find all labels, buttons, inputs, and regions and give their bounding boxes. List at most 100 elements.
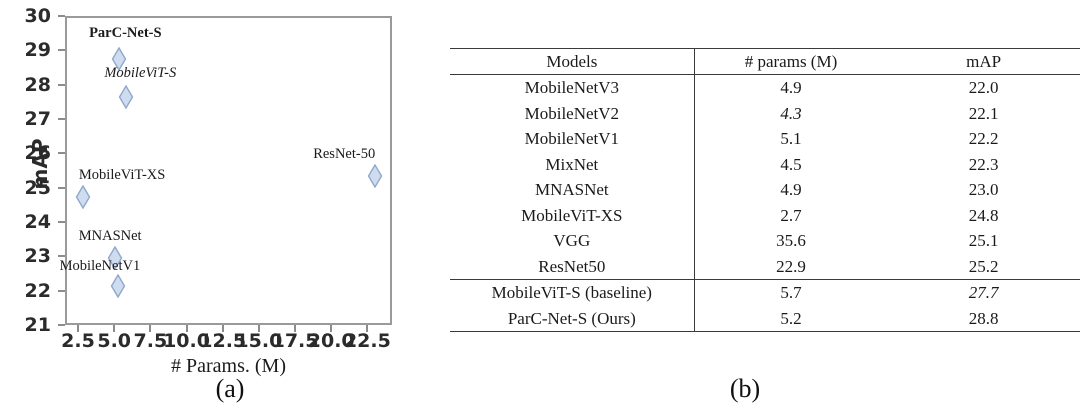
y-tick-mark xyxy=(58,49,65,52)
y-tick-label: 24 xyxy=(24,211,51,233)
x-tick-label: 2.5 xyxy=(61,330,95,352)
y-tick-label: 27 xyxy=(24,108,51,130)
data-point-label: MobileNetV1 xyxy=(59,257,141,274)
y-tick-label: 28 xyxy=(24,73,51,96)
data-point-label: MNASNet xyxy=(78,228,142,245)
y-tick-label: 29 xyxy=(24,39,51,62)
y-tick-mark xyxy=(58,324,65,326)
data-point-label: MobileViT-XS xyxy=(78,166,166,183)
y-tick-mark xyxy=(58,15,65,17)
x-tick-mark xyxy=(257,325,260,332)
cell-model: MobileNetV2 xyxy=(450,100,695,127)
cell-model: ParC-Net-S (Ours) xyxy=(450,305,695,332)
y-tick-mark xyxy=(58,118,65,120)
table-row: MobileViT-XS 2.7 24.8 xyxy=(450,202,1080,229)
y-tick-mark xyxy=(58,255,65,258)
cell-model: VGG xyxy=(450,228,695,254)
caption-b: (b) xyxy=(729,374,761,403)
cell-map: 25.2 xyxy=(968,256,999,276)
results-table-figure: Models # params (M) mAP MobileNetV3 4.9 22… xyxy=(450,47,1080,332)
x-tick-mark xyxy=(77,325,80,332)
table-row: MixNet 4.5 22.3 xyxy=(450,151,1080,178)
cell-map: 23.0 xyxy=(968,180,999,200)
x-tick-label: 15.0 xyxy=(235,330,283,352)
cell-params: 5.1 xyxy=(780,129,802,149)
x-tick-label: 22.5 xyxy=(343,330,391,352)
cell-map: 27.7 xyxy=(887,279,1080,306)
data-point-marker xyxy=(118,84,134,109)
cell-map: 25.1 xyxy=(968,231,999,251)
x-axis-title: # Params. (M) xyxy=(171,355,286,377)
cell-params: 5.2 xyxy=(694,305,888,332)
cell-map: 22.1 xyxy=(968,103,999,123)
x-tick-mark xyxy=(113,325,116,332)
cell-map: 22.2 xyxy=(968,129,999,149)
data-point-marker xyxy=(107,246,123,271)
table-header-row: Models # params (M) mAP xyxy=(450,47,1080,76)
y-tick-mark xyxy=(58,221,65,223)
x-tick-mark xyxy=(294,325,297,332)
cell-model: MobileNetV1 xyxy=(450,126,695,152)
table-head: Models # params (M) mAP xyxy=(450,47,1080,76)
x-tick-label: 20.0 xyxy=(307,330,355,352)
y-tick-label: 22 xyxy=(24,279,51,302)
y-tick-mark xyxy=(58,289,65,292)
table-row: MobileNetV1 5.1 22.2 xyxy=(450,126,1080,152)
cell-params: 4.5 xyxy=(780,154,802,174)
caption-a: (a) xyxy=(215,374,245,403)
plot-area: ParC-Net-S MobileViT-S MobileViT-XS MNASNet… xyxy=(60,16,392,325)
table-row: VGG 35.6 25.1 xyxy=(450,228,1080,254)
x-tick-label: 5.0 xyxy=(97,330,132,352)
cell-map: 22.0 xyxy=(968,78,999,98)
data-point-marker xyxy=(75,184,91,209)
data-point-label: ParC-Net-S xyxy=(89,25,162,42)
cell-model: MobileViT-S (baseline) xyxy=(450,279,695,306)
cell-model: MobileNetV3 xyxy=(450,74,695,101)
column-header-params: # params (M) xyxy=(694,47,888,76)
cell-model: MobileViT-XS xyxy=(450,202,695,229)
cell-params: 2.7 xyxy=(780,205,802,225)
cell-model: MixNet xyxy=(450,151,695,178)
cell-params: 5.7 xyxy=(694,279,888,306)
data-point-marker xyxy=(111,47,127,72)
y-tick-mark xyxy=(58,152,65,155)
y-tick-mark xyxy=(58,186,65,189)
cell-map: 28.8 xyxy=(887,305,1080,332)
cell-map: 24.8 xyxy=(968,205,999,225)
data-point-label: MobileViT-S xyxy=(104,64,177,81)
cell-model: MNASNet xyxy=(450,177,695,203)
y-tick-label: 30 xyxy=(24,5,51,27)
y-tick-label: 26 xyxy=(24,142,51,165)
column-header-models: Models xyxy=(450,47,695,76)
results-table: Models # params (M) mAP MobileNetV3 4.9 22… xyxy=(450,47,1080,332)
x-tick-mark xyxy=(330,325,333,332)
cell-model: ResNet50 xyxy=(450,253,695,280)
cell-map: 22.3 xyxy=(968,154,999,174)
data-point-marker xyxy=(110,273,125,298)
x-tick-mark xyxy=(221,325,224,332)
data-point-label: ResNet-50 xyxy=(313,145,376,162)
data-point-marker xyxy=(367,163,383,188)
cell-params: 35.6 xyxy=(776,231,806,251)
x-tick-label: 17.5 xyxy=(271,330,319,352)
cell-params: 4.9 xyxy=(780,180,802,200)
table-row: MobileNetV2 4.3 22.1 xyxy=(450,100,1080,127)
cell-params: 4.3 xyxy=(780,103,802,123)
x-tick-mark xyxy=(366,325,369,332)
cell-params: 4.9 xyxy=(780,78,802,98)
y-tick-mark xyxy=(58,83,65,86)
cell-params: 22.9 xyxy=(776,256,806,276)
y-tick-label: 23 xyxy=(24,245,51,268)
x-tick-mark xyxy=(149,325,152,332)
x-tick-mark xyxy=(185,325,188,332)
table-row: ResNet50 22.9 25.2 xyxy=(450,253,1080,280)
x-tick-label: 10.0 xyxy=(163,330,210,352)
table-row: MobileNetV3 4.9 22.0 xyxy=(450,74,1080,101)
x-tick-label: 12.5 xyxy=(199,330,247,352)
y-tick-label: 25 xyxy=(24,176,51,199)
y-tick-label: 21 xyxy=(24,314,51,336)
